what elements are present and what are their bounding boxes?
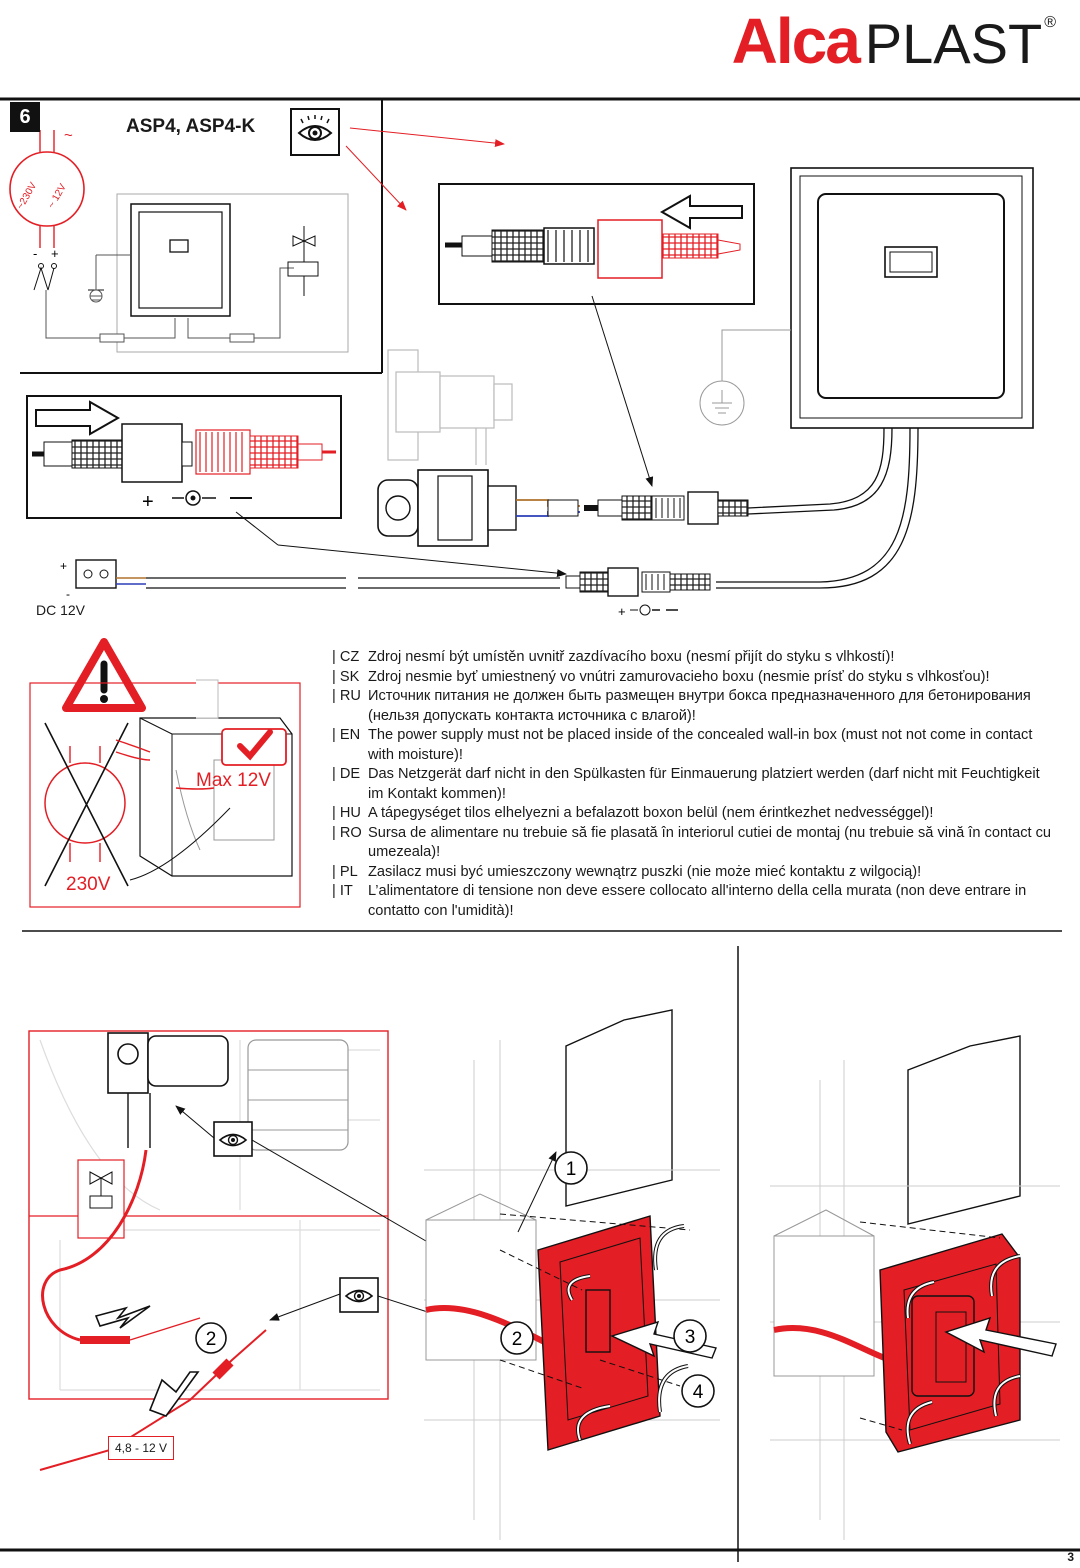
brand-name-red: Alca xyxy=(731,5,861,77)
svg-text:-: - xyxy=(66,587,70,601)
svg-text:~: ~ xyxy=(64,127,73,144)
installation-scene-middle: 1 2 3 4 xyxy=(424,1009,720,1540)
mains-voltage-label: 230V xyxy=(66,874,111,895)
svg-text:2: 2 xyxy=(206,1329,217,1350)
model-title: ASP4, ASP4-K xyxy=(126,116,256,137)
svg-text:+: + xyxy=(618,604,626,619)
cable-connector-mid xyxy=(584,491,749,525)
voltage-range-label: 4,8 - 12 V xyxy=(108,1436,174,1460)
dc-terminal: + - xyxy=(60,559,560,601)
solenoid-valve xyxy=(387,349,513,465)
eye-icon xyxy=(290,108,340,156)
brand-name-black: PLAST xyxy=(864,12,1043,75)
step-number: 6 xyxy=(10,102,40,132)
solenoid-coil xyxy=(377,469,580,547)
eye-icon-small-2 xyxy=(339,1277,379,1313)
svg-text:+: + xyxy=(51,246,59,261)
wiring-detail-panel: 2 xyxy=(28,1030,441,1471)
svg-text:+: + xyxy=(142,491,154,513)
schematic-panel xyxy=(20,100,383,374)
sensor-panel xyxy=(790,167,1034,429)
dc-voltage-label: DC 12V xyxy=(36,602,86,618)
svg-text:1: 1 xyxy=(566,1159,577,1180)
svg-text:2: 2 xyxy=(512,1329,523,1350)
installation-scene-right xyxy=(770,1035,1060,1540)
schematic-wiring xyxy=(45,193,349,353)
registered-mark: ® xyxy=(1044,14,1056,31)
svg-text:4: 4 xyxy=(693,1382,704,1403)
sensor-cables xyxy=(716,427,919,589)
svg-text:-: - xyxy=(33,246,37,261)
svg-text:+: + xyxy=(60,559,67,573)
power-source-symbol: ~ ~230V ~ 12V - + xyxy=(9,127,85,291)
eye-icon-small-1 xyxy=(213,1121,253,1157)
connector-detail-top xyxy=(438,183,755,305)
page-number: 3 xyxy=(1067,1550,1074,1564)
brand-logo: Alca PLAST ® xyxy=(732,4,1056,77)
svg-text:3: 3 xyxy=(685,1327,696,1348)
ground-symbol xyxy=(699,329,791,426)
cable-connector-bottom: + xyxy=(565,567,711,619)
warning-illustration xyxy=(29,638,301,908)
max-voltage-label: Max 12V xyxy=(196,770,271,791)
connector-detail-left: + xyxy=(26,395,342,519)
